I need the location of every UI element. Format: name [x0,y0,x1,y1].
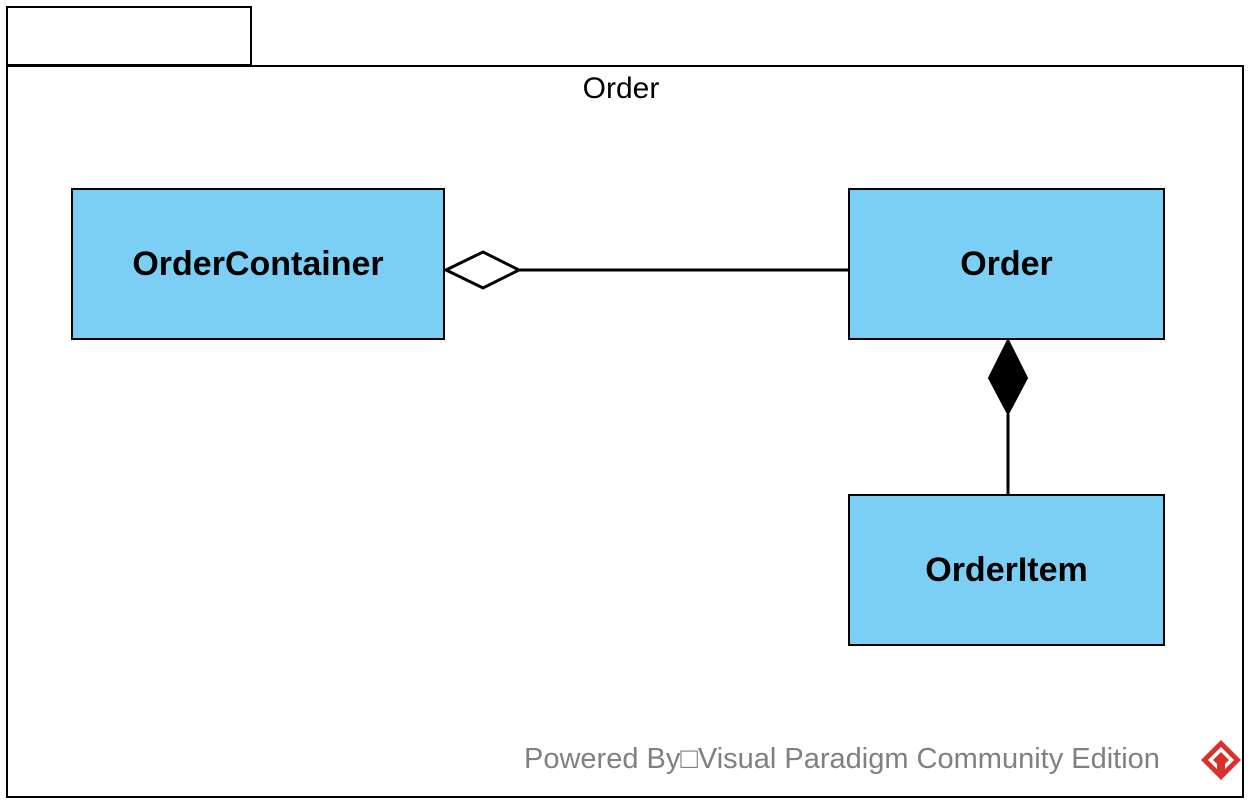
class-ordercontainer[interactable]: OrderContainer [71,188,445,340]
visual-paradigm-logo-icon [1201,740,1241,780]
class-orderitem[interactable]: OrderItem [848,494,1165,646]
class-order[interactable]: Order [848,188,1165,340]
aggregation-diamond[interactable] [442,250,523,290]
composition-diamond[interactable] [987,337,1029,417]
package-name: Order [582,72,660,105]
class-name-ordercontainer: OrderContainer [132,244,384,283]
watermark-text: Powered By□Visual Paradigm Community Edi… [524,743,1160,775]
class-name-orderitem: OrderItem [925,550,1088,589]
package-frame[interactable] [6,65,1244,798]
class-name-order: Order [960,244,1053,283]
